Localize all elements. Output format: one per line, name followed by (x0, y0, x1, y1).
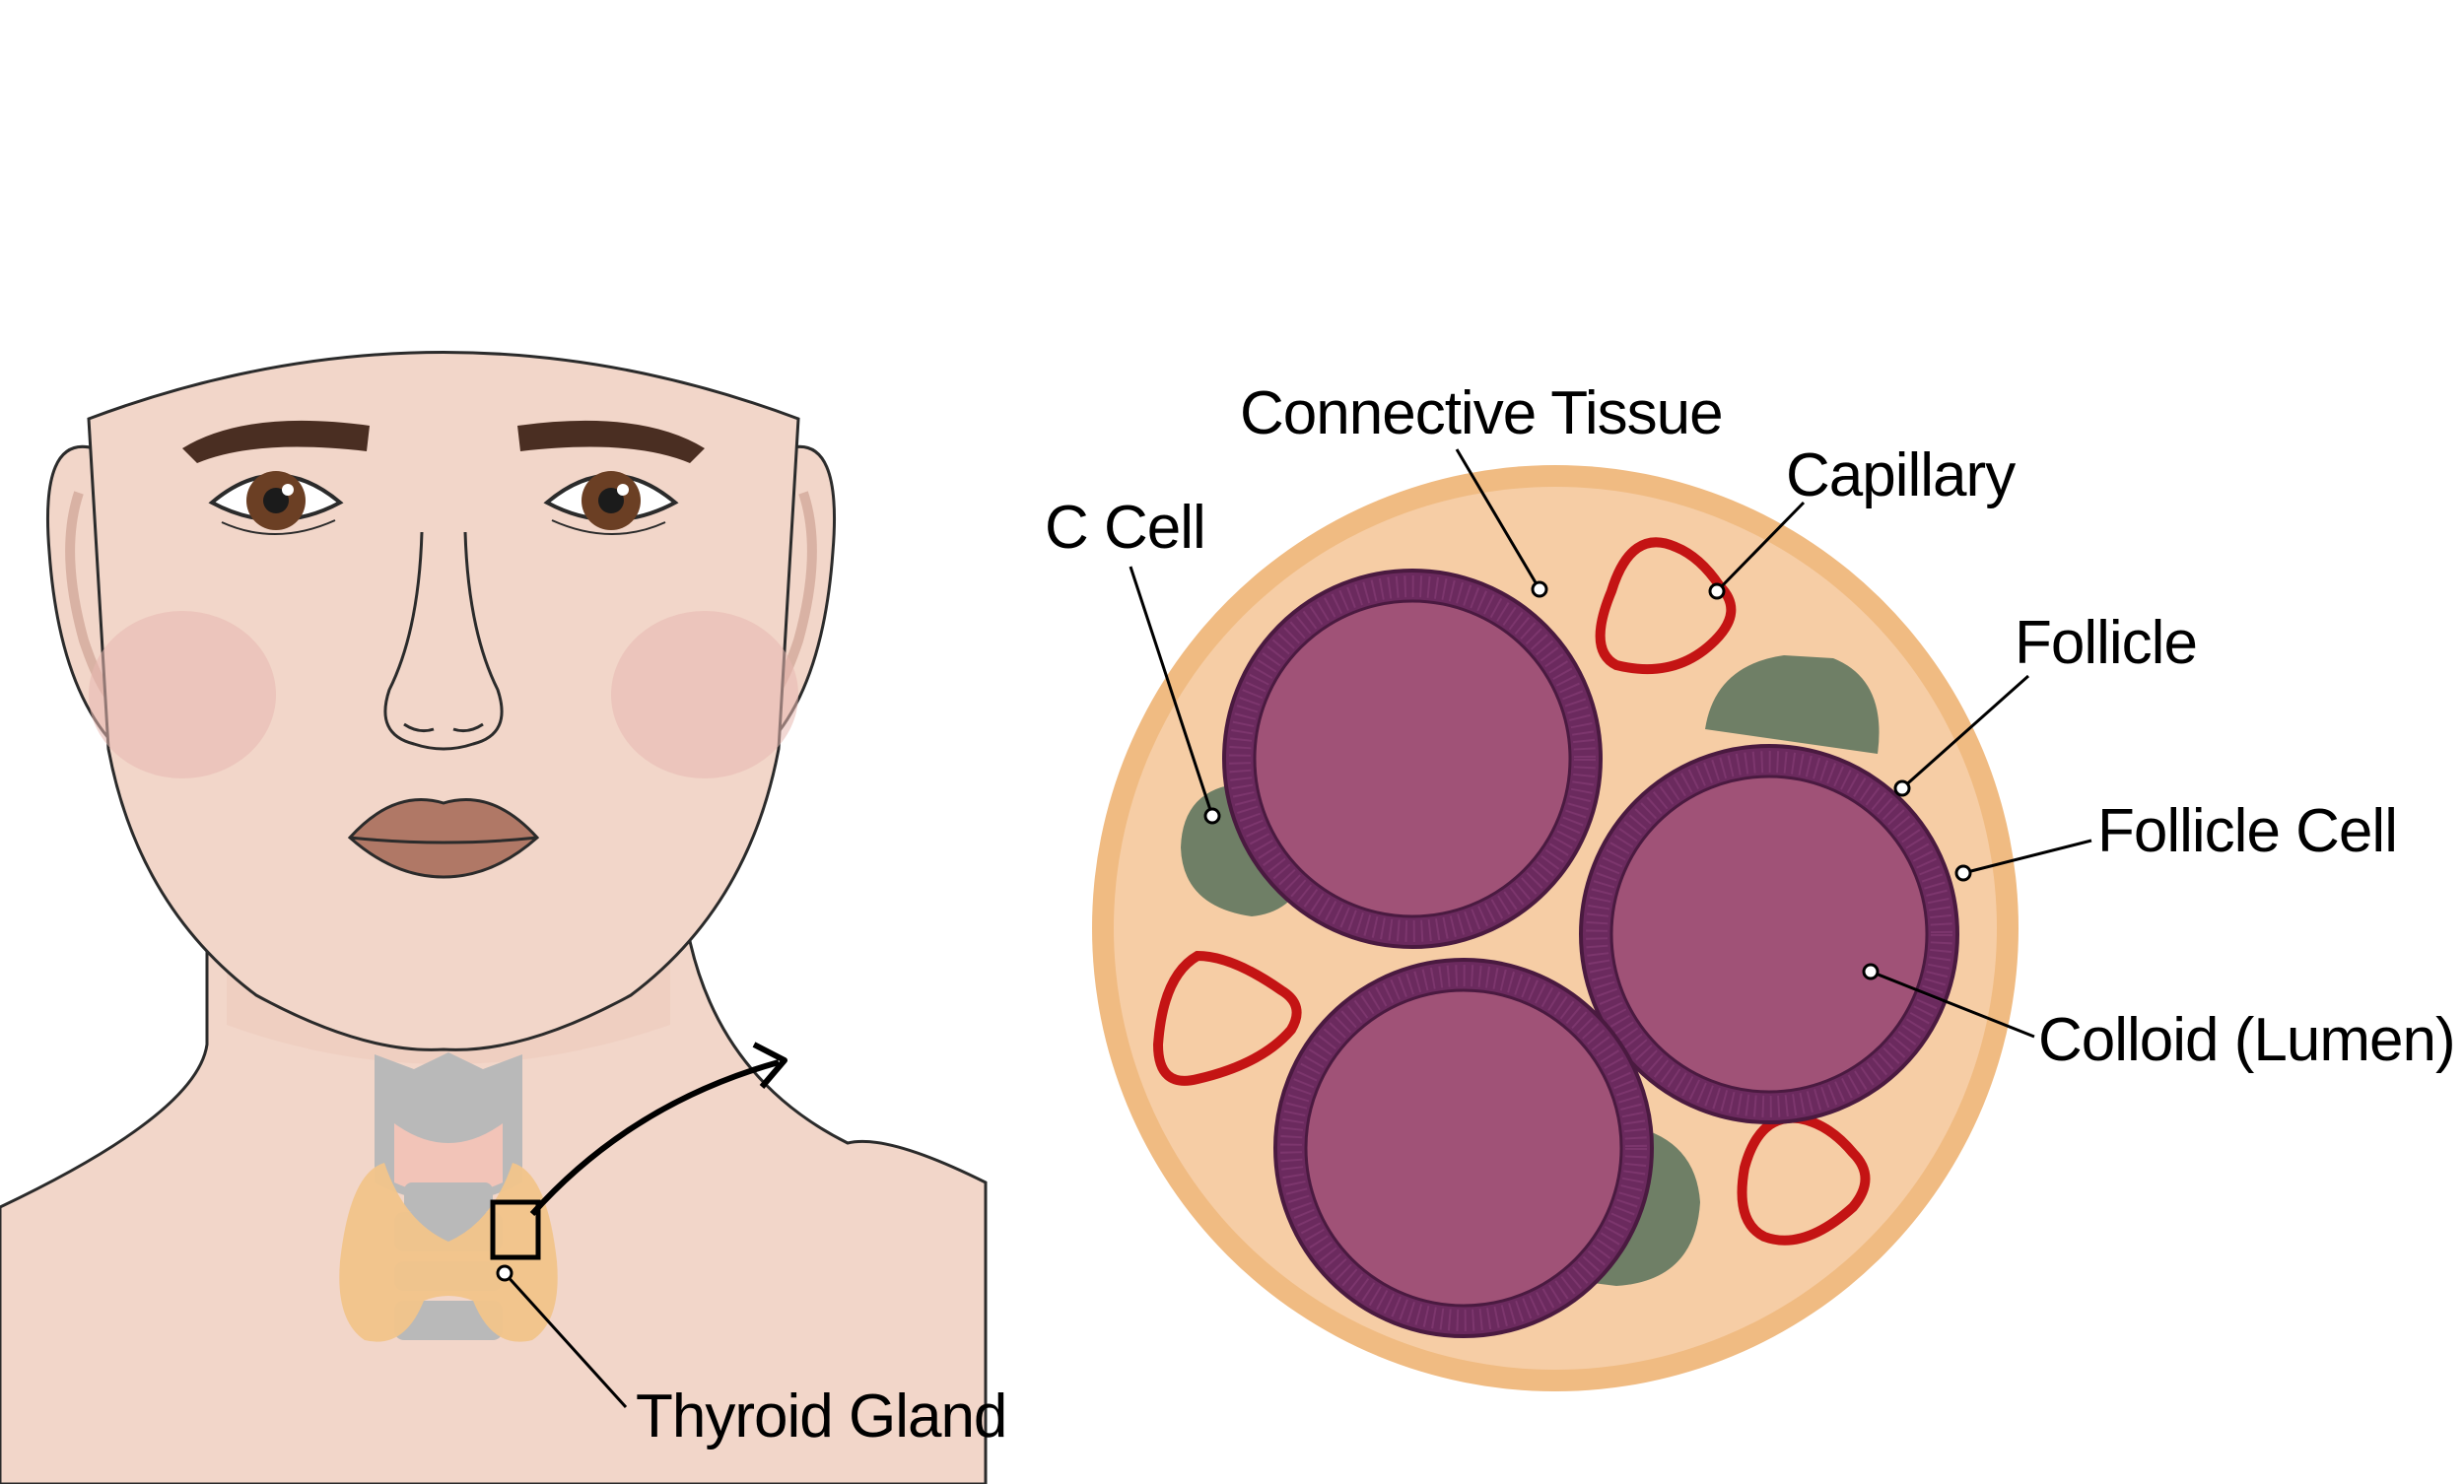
head-illustration: Thyroid Gland (0, 351, 1007, 1484)
left-eye (208, 471, 344, 535)
right-eyebrow (517, 420, 705, 463)
nose (383, 531, 504, 751)
follicle-bottom (1273, 958, 1654, 1338)
colloid-leader (1870, 970, 2035, 1039)
histology-section: Connective Tissue Capillary C Cell Folli… (1045, 379, 2456, 1391)
follicle-cell-leader (1962, 839, 2092, 875)
capillary-left (1152, 950, 1302, 1086)
connective-tissue-leader (1455, 448, 1541, 590)
connective-tissue-pointer (1531, 580, 1548, 598)
thyroid-gland-pointer (496, 1264, 513, 1282)
c-cell-pointer (1203, 807, 1221, 825)
follicle-cell-label: Follicle Cell (2097, 797, 2397, 865)
colloid-pointer (1862, 963, 1880, 980)
c-cell-label: C Cell (1045, 494, 1205, 562)
follicle-leader (1901, 674, 2029, 790)
lips-line (349, 836, 538, 844)
capillary-label: Capillary (1786, 441, 2016, 509)
thyroid-gland-leader (503, 1271, 628, 1409)
follicle-top-left (1222, 569, 1603, 949)
zoom-arrow (529, 1059, 780, 1216)
zoom-arrow-head (752, 1042, 787, 1089)
capillary-bottom (1737, 1113, 1871, 1246)
c-cell-leader (1129, 566, 1214, 817)
right-eye (543, 471, 679, 535)
capillary-leader (1715, 501, 1806, 593)
zoom-region-box (490, 1199, 541, 1260)
left-cheek (89, 611, 276, 778)
nostrils (403, 722, 484, 733)
thyroid-gland (339, 1163, 558, 1342)
left-eyebrow (182, 420, 370, 463)
neck-shadow (227, 946, 670, 1064)
right-cheek (611, 611, 798, 778)
connective-tissue-label: Connective Tissue (1240, 379, 1723, 447)
c-cell-top (1705, 655, 1880, 754)
follicle-pointer (1893, 779, 1911, 797)
thyroid-gland-label: Thyroid Gland (636, 1383, 1006, 1450)
capillary-pointer (1708, 582, 1726, 600)
colloid-label: Colloid (Lumen) (2038, 1006, 2455, 1074)
follicle-cell-pointer (1954, 864, 1972, 882)
follicle-right (1579, 744, 1959, 1124)
follicle-label: Follicle (2015, 609, 2197, 677)
